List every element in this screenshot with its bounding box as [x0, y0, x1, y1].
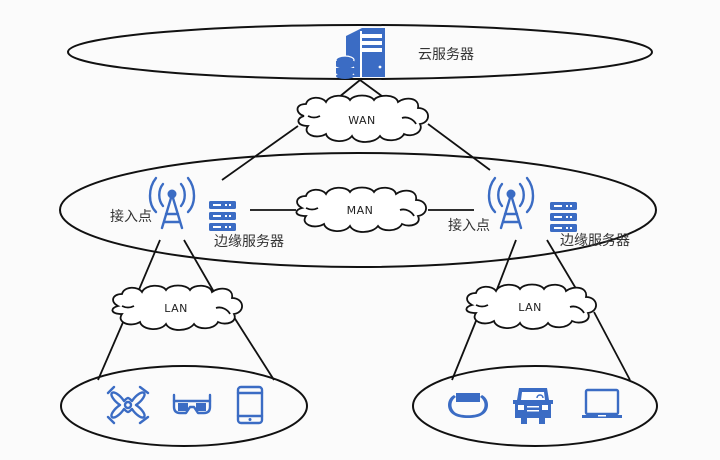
left-access-point-label: 接入点 — [110, 208, 152, 225]
man-cloud-curl-left — [305, 207, 319, 211]
connection-lines — [97, 79, 631, 381]
lan-right-label: LAN — [518, 301, 542, 314]
lan-right-cloud-curl-left — [475, 304, 489, 308]
cloud-layer-ellipse — [67, 24, 653, 80]
device-layer-left-ellipse — [60, 365, 308, 447]
wan-cloud-curl-right — [401, 116, 417, 125]
left-edge-server-icon — [209, 201, 236, 231]
lan-left-cloud-curl-left — [121, 305, 135, 309]
line-left-ap-to-lan-a — [137, 239, 161, 293]
drone-icon — [106, 385, 150, 425]
wan-cloud: WAN — [296, 94, 429, 143]
line-right-lan-to-devices-b — [593, 311, 631, 381]
right-access-point-label: 接入点 — [448, 217, 490, 234]
laptop-icon — [582, 388, 622, 418]
line-right-lan-to-devices-a — [451, 315, 479, 381]
left-edge-server-label: 边缘服务器 — [214, 234, 284, 250]
cloud-server-icon — [335, 28, 385, 79]
lan-left-label: LAN — [164, 302, 188, 315]
wan-cloud-curl-left — [307, 115, 321, 119]
lan-left-cloud: LAN — [111, 284, 243, 331]
wan-label: WAN — [348, 114, 376, 127]
wan-cloud-shape — [296, 94, 429, 143]
device-layer-right-ellipse — [412, 365, 658, 447]
right-edge-server-icon — [550, 202, 577, 232]
line-wan-to-right-edge — [427, 123, 491, 171]
line-wan-to-left-edge — [221, 125, 299, 181]
car-icon — [513, 388, 553, 424]
lan-right-cloud-curl-right — [569, 305, 585, 314]
smart-band-icon — [448, 393, 488, 418]
tablet-icon — [236, 385, 264, 425]
lan-left-cloud-curl-right — [215, 306, 231, 315]
right-edge-server-label: 边缘服务器 — [560, 233, 630, 249]
man-label: MAN — [347, 204, 374, 217]
vr-glasses-icon — [172, 393, 212, 415]
edge-layer-ellipse — [59, 152, 657, 268]
right-access-point-icon — [487, 176, 535, 230]
cloud-server-label: 云服务器 — [418, 47, 474, 63]
lan-right-cloud: LAN — [465, 283, 597, 330]
line-left-ap-to-lan-b — [183, 239, 215, 293]
man-cloud-curl-right — [399, 208, 415, 217]
lan-right-cloud-shape — [465, 283, 597, 330]
man-cloud-shape — [295, 186, 427, 233]
line-right-ap-to-lan-a — [495, 239, 517, 293]
left-access-point-icon — [148, 176, 196, 230]
line-right-ap-to-lan-b — [546, 239, 579, 293]
man-cloud: MAN — [295, 186, 427, 233]
line-left-lan-to-devices-a — [97, 319, 125, 381]
lan-left-cloud-shape — [111, 284, 243, 331]
line-left-lan-to-devices-b — [231, 313, 275, 381]
